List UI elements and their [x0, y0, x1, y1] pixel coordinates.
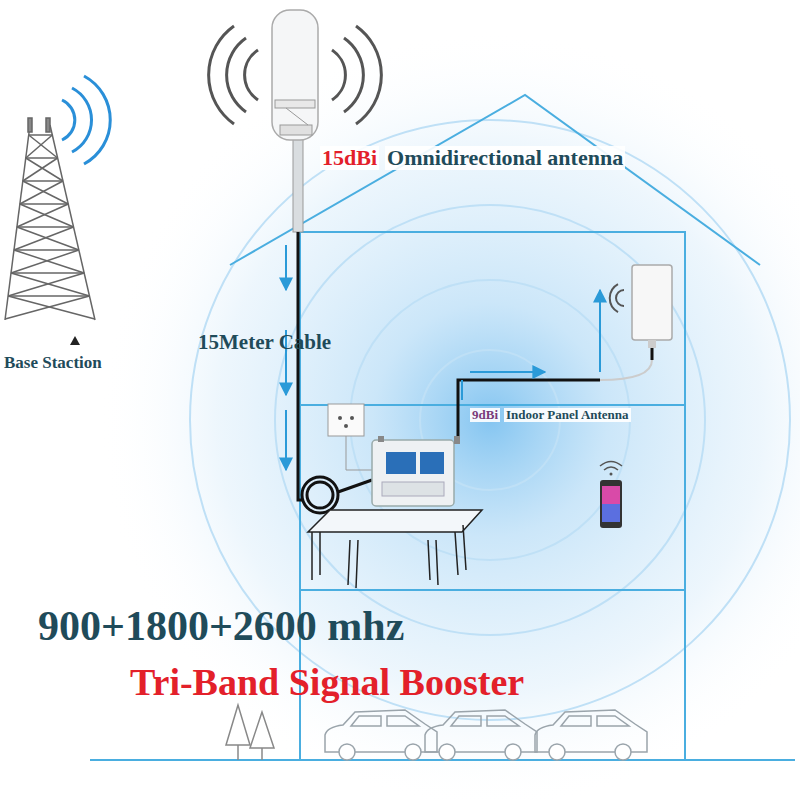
pointer-triangle [70, 336, 80, 345]
house-outline [90, 95, 795, 760]
panel-antenna [610, 265, 672, 348]
trees [226, 705, 274, 760]
mobile-phone [600, 462, 622, 529]
antenna-label: Omnidirectional antenna [385, 146, 625, 170]
signal-booster [372, 436, 460, 506]
power-socket [328, 404, 372, 470]
omni-antenna [272, 10, 318, 232]
gain-value: 9dBi [470, 408, 500, 422]
antenna-waves [209, 26, 382, 124]
signal-arrows [286, 245, 600, 518]
cable-label: 15Meter Cable [198, 331, 331, 354]
panel-cable [600, 360, 652, 380]
panel-label: Indoor Panel Antenna [504, 408, 631, 422]
band-heading: 900+1800+2600 mhz [38, 603, 404, 649]
cable [298, 232, 652, 513]
gain-value: 15dBi [320, 146, 379, 170]
table [308, 510, 482, 588]
cars [325, 710, 647, 760]
coverage-glow [100, 30, 800, 800]
product-title: Tri-Band Signal Booster [130, 662, 524, 704]
base-station-tower [5, 118, 95, 320]
tower-label: Base Staction [4, 354, 102, 373]
tower-waves [62, 76, 110, 164]
